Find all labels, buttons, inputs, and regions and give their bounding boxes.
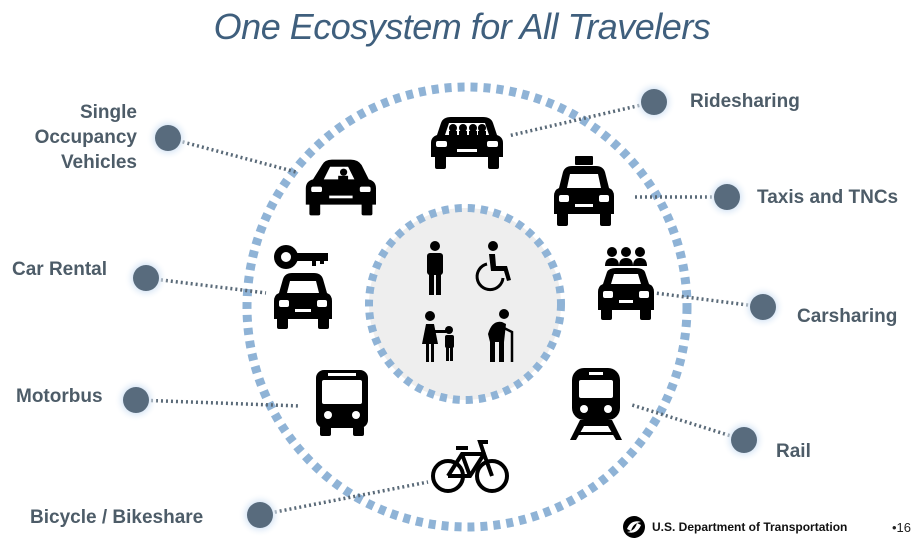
car-key-icon — [274, 245, 332, 329]
inner-travelers-circle — [365, 204, 565, 404]
taxi-icon — [554, 156, 614, 226]
label-single: Single — [79, 102, 137, 123]
train-icon — [570, 368, 622, 440]
parent-with-child-icon — [422, 311, 454, 362]
car-driver-icon — [305, 159, 376, 216]
older-adult-with-cane-icon — [488, 309, 514, 362]
bus-icon — [316, 370, 368, 436]
connector-nodes — [114, 80, 785, 537]
outer-ecosystem-ring — [242, 82, 692, 532]
car-with-passengers-icon — [431, 117, 503, 169]
connector-single-occupancy — [167, 136, 297, 174]
label-motorbus: Motorbus — [16, 386, 103, 407]
label-ridesharing: Ridesharing — [690, 91, 800, 112]
label-occupancy: Occupancy — [34, 127, 137, 148]
label-carsharing: Carsharing — [797, 306, 898, 327]
label-taxis-and-tncs: Taxis and TNCs — [757, 187, 899, 208]
page-number: •16 — [892, 520, 912, 535]
footer-branding: U.S. Department of Transportation — [622, 515, 847, 539]
wheelchair-user-icon — [475, 241, 511, 292]
carsharing-icon — [598, 247, 654, 320]
dot-logo-icon — [623, 516, 645, 538]
label-car-rental: Car Rental — [12, 259, 108, 280]
label-bicycle-bikeshare: Bicycle / Bikeshare — [30, 507, 204, 528]
label-single-occupancy-vehicles: Single Occupancy Vehicles — [10, 100, 137, 175]
connector-ridesharing — [507, 100, 655, 138]
bicycle-icon — [431, 440, 509, 493]
footer-org-name: U.S. Department of Transportation — [652, 520, 848, 534]
label-rail: Rail — [776, 441, 811, 462]
page-title: One Ecosystem for All Travelers — [213, 6, 711, 47]
label-vehicles: Vehicles — [60, 152, 137, 173]
connector-carsharing — [654, 291, 764, 309]
connector-bicycle — [259, 480, 429, 517]
connector-motorbus — [135, 398, 301, 408]
adult-person-icon — [427, 241, 443, 295]
